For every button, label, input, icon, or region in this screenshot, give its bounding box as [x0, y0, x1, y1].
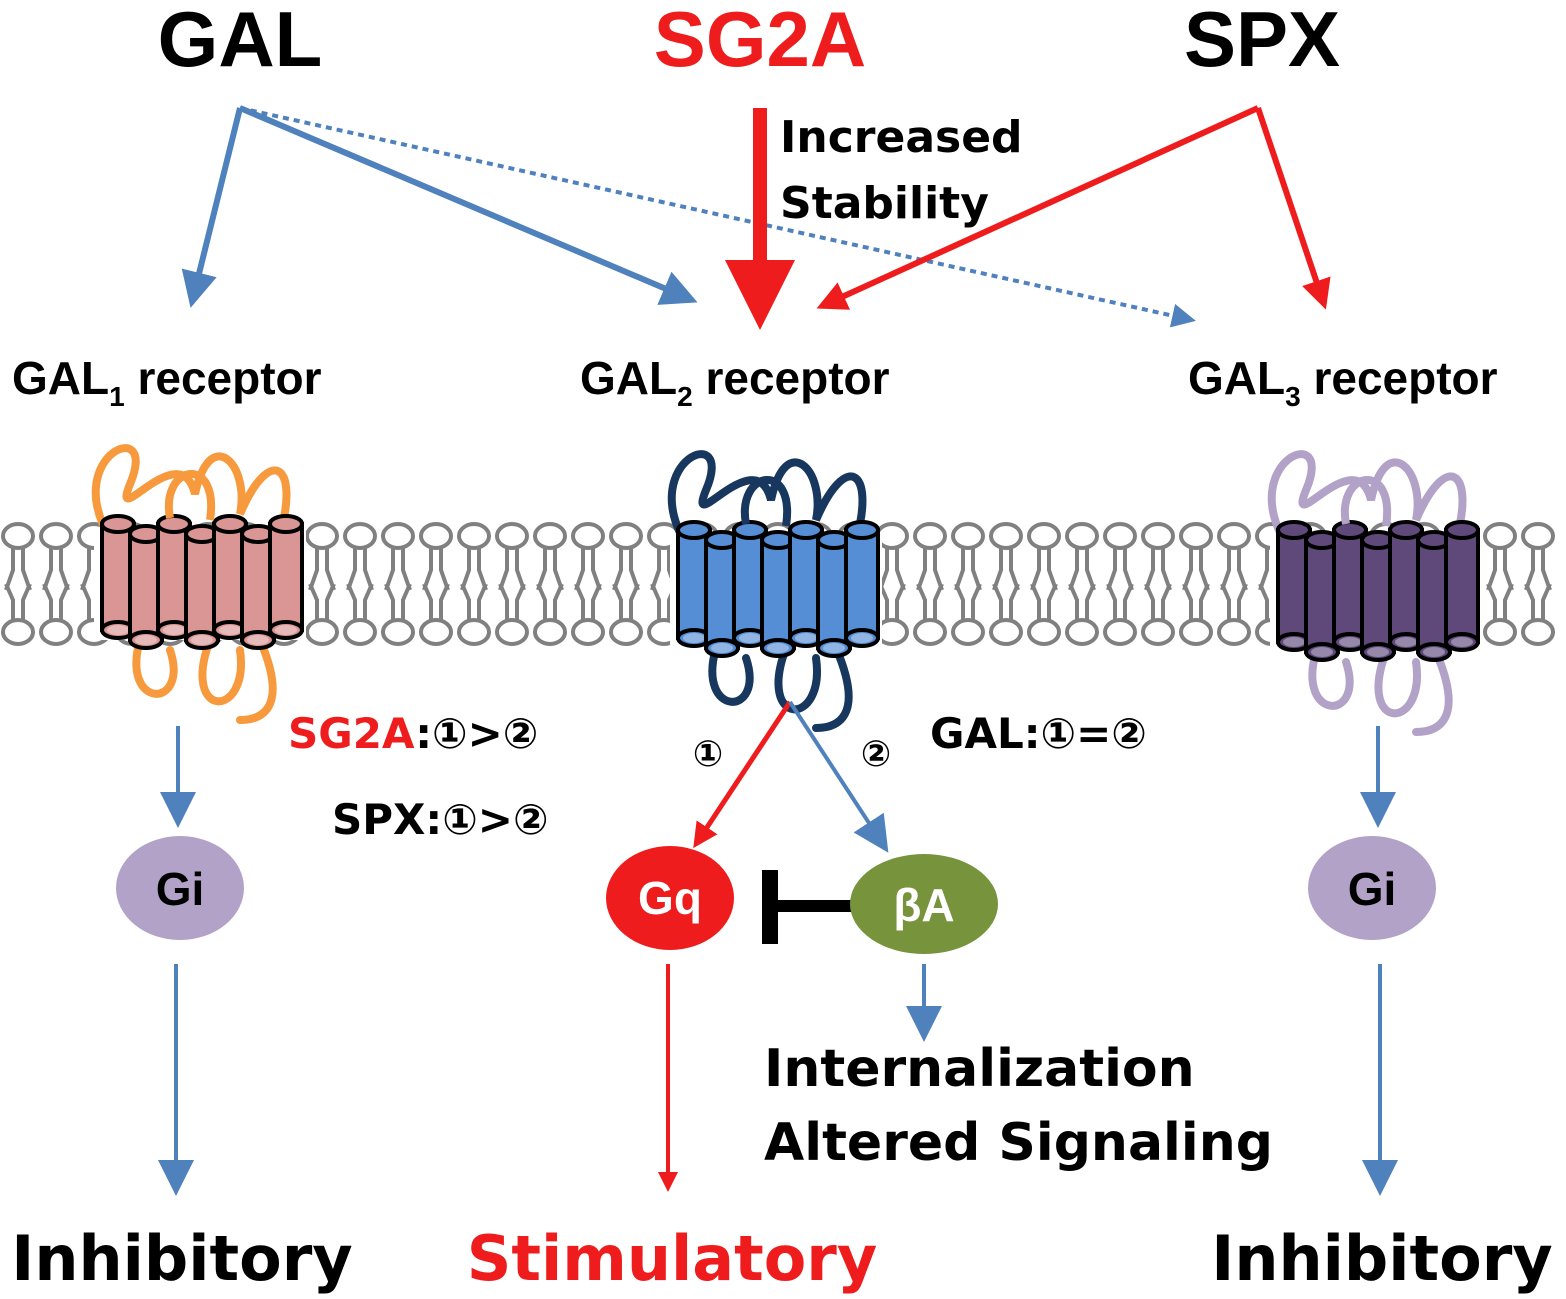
- outcome-left-label: Inhibitory: [11, 1222, 352, 1295]
- lipid-icon: [1, 522, 35, 646]
- lipid-icon: [1217, 522, 1251, 646]
- gi-right-label: Gi: [1348, 863, 1397, 915]
- lipid-icon: [989, 522, 1023, 646]
- lipid-icon: [951, 522, 985, 646]
- internalization-label: Internalization: [764, 1039, 1195, 1099]
- gal-bias-note: GAL:①=②: [930, 709, 1147, 758]
- ligand-gal-label: GAL: [158, 0, 323, 83]
- lipid-icon: [305, 522, 339, 646]
- sg2a-bias-note: SG2A:①>②: [288, 709, 538, 758]
- lipid-icon: [875, 522, 909, 646]
- gal-arrows: [181, 105, 1196, 328]
- spx-bias-note: SPX:①>②: [332, 795, 549, 844]
- lipid-icon: [457, 522, 491, 646]
- gi-left-node: [116, 836, 244, 940]
- lipid-icon: [533, 522, 567, 646]
- gi-left-label: Gi: [156, 863, 205, 915]
- path1-arrow-to-gq: [693, 700, 793, 849]
- outcome-right-label: Inhibitory: [1211, 1222, 1552, 1295]
- lipid-icon: [1141, 522, 1175, 646]
- spx-to-gal2-arrow: [816, 105, 1260, 310]
- stability-label: Stability: [780, 178, 989, 229]
- gal2-receptor-icon: [667, 450, 882, 732]
- altered-signaling-label: Altered Signaling: [764, 1113, 1273, 1173]
- gq-label: Gq: [638, 872, 702, 924]
- spx-to-gal3-arrow: [1255, 107, 1331, 310]
- gal-to-gal3-dotted-arrow: [239, 106, 1196, 328]
- lipid-icon: [1065, 522, 1099, 646]
- lipid-icon: [1103, 522, 1137, 646]
- lipid-icon: [39, 522, 73, 646]
- inhibition-bar-icon: [762, 870, 856, 944]
- lipid-icon: [495, 522, 529, 646]
- outcome-center-label: Stimulatory: [467, 1222, 878, 1295]
- lipid-icon: [381, 522, 415, 646]
- gal1-receptor-label: GAL1 receptor: [12, 352, 322, 412]
- lipid-icon: [571, 522, 605, 646]
- lipid-icon: [1483, 522, 1517, 646]
- gal3-receptor-label: GAL3 receptor: [1188, 352, 1498, 412]
- lipid-icon: [609, 522, 643, 646]
- lipid-icon: [343, 522, 377, 646]
- gq-node: [606, 846, 734, 950]
- lipid-icon: [913, 522, 947, 646]
- gi-right-node: [1308, 836, 1436, 940]
- gal-to-gal1-arrow: [181, 107, 243, 308]
- spx-arrows: [816, 105, 1331, 310]
- gal3-receptor-icon: [1267, 450, 1482, 736]
- gal-to-gal2-arrow: [238, 105, 698, 305]
- ligand-spx-label: SPX: [1184, 0, 1340, 83]
- ligand-sg2a-label: SG2A: [654, 0, 866, 83]
- increased-label: Increased: [780, 112, 1023, 163]
- lipid-icon: [1521, 522, 1555, 646]
- beta-arrestin-label: βA: [893, 879, 954, 931]
- gal2-receptor-label: GAL2 receptor: [580, 352, 890, 412]
- gal1-receptor-icon: [91, 444, 306, 724]
- beta-arrestin-node: [850, 854, 998, 954]
- lipid-icon: [1179, 522, 1213, 646]
- path2-label: ②: [861, 734, 891, 775]
- lipid-icon: [1027, 522, 1061, 646]
- lipid-icon: [419, 522, 453, 646]
- path1-label: ①: [693, 734, 723, 775]
- path2-arrow-to-beta-arrestin: [788, 700, 889, 853]
